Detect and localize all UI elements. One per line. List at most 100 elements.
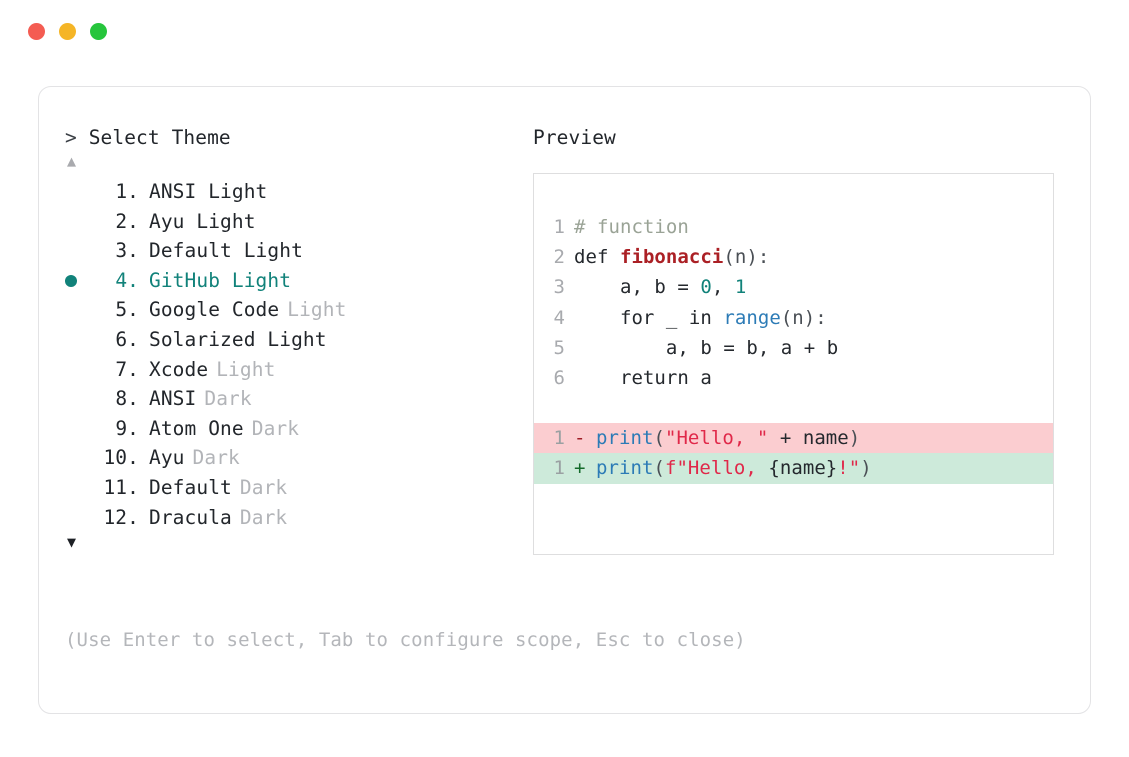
- theme-item-name: Ayu Light: [149, 209, 256, 233]
- theme-item-name: Default Light: [149, 239, 303, 263]
- diff-sign: +: [574, 457, 586, 480]
- code-token: (n):: [723, 246, 770, 269]
- theme-item-index: 6.: [115, 327, 139, 351]
- code-token: for _ in: [574, 306, 724, 329]
- minimize-button[interactable]: [59, 22, 76, 40]
- theme-item-name: ANSI: [149, 387, 197, 411]
- code-line: 4 for _ in range(n):: [534, 303, 1053, 333]
- theme-item-index: 5.: [115, 298, 139, 322]
- preview-title: Preview: [533, 126, 616, 149]
- code-token: print: [596, 457, 654, 480]
- theme-item-index: 12.: [103, 505, 139, 529]
- theme-item-name: ANSI Light: [149, 180, 268, 203]
- diff-sign: -: [574, 427, 586, 450]
- line-number: 6: [553, 367, 565, 390]
- code-line: 2 def fibonacci(n):: [534, 242, 1053, 272]
- line-number: 5: [553, 336, 565, 359]
- theme-item-index: 11.: [103, 475, 139, 499]
- theme-list-item[interactable]: 7. Xcode Light: [65, 355, 533, 385]
- code-token: fibonacci: [619, 246, 724, 269]
- code-token: f"Hello,: [664, 457, 769, 480]
- code-token: ): [848, 427, 861, 450]
- code-line: 5 a, b = b, a + b: [534, 333, 1053, 363]
- code-token: a, b = b, a + b: [574, 336, 839, 359]
- code-token: return a: [574, 367, 712, 390]
- theme-item-name: Default: [149, 475, 232, 499]
- theme-item-name: GitHub Light: [149, 268, 292, 292]
- selected-dot-icon: [65, 274, 77, 287]
- theme-item-index: 9.: [115, 416, 139, 440]
- line-number: 1: [553, 216, 565, 238]
- code-spacer: [534, 393, 1053, 423]
- theme-list-item[interactable]: 11. Default Dark: [65, 473, 533, 503]
- theme-item-variant-tag: Light: [287, 298, 347, 322]
- code-line: 3 a, b = 0, 1: [534, 272, 1053, 302]
- theme-list-item[interactable]: 8. ANSI Dark: [65, 384, 533, 414]
- theme-item-index: 7.: [115, 357, 139, 381]
- theme-list-item[interactable]: 3. Default Light: [65, 236, 533, 266]
- theme-item-name: Atom One: [149, 416, 244, 440]
- code-line-content: def fibonacci(n):: [574, 242, 769, 272]
- theme-item-variant-tag: Dark: [239, 475, 288, 499]
- window-titlebar: [0, 0, 1129, 62]
- diff-line-minus: 1-print("Hello, " + name): [534, 423, 1053, 454]
- close-button[interactable]: [28, 22, 45, 40]
- code-token: print: [596, 427, 654, 450]
- selection-indicator: [65, 274, 95, 287]
- diff-line-number: 1: [553, 457, 565, 480]
- code-line-content: # function: [574, 212, 689, 242]
- theme-list-item[interactable]: 4. GitHub Light: [65, 266, 533, 296]
- code-line-content: for _ in range(n):: [574, 303, 827, 333]
- theme-list-item[interactable]: 6. Solarized Light: [65, 325, 533, 355]
- code-line-content: return a: [574, 363, 712, 393]
- theme-item-variant-tag: Dark: [239, 505, 288, 529]
- theme-item-variant-tag: Dark: [251, 416, 300, 440]
- maximize-button[interactable]: [90, 22, 107, 40]
- code-token: range: [723, 306, 781, 329]
- theme-item-index: 4.: [115, 268, 139, 292]
- line-number: 2: [553, 246, 565, 269]
- scroll-up-icon[interactable]: ▲: [67, 152, 77, 170]
- page-title-text: [77, 126, 89, 149]
- page-title: > Select Theme: [65, 125, 533, 151]
- code-token: def: [574, 246, 620, 269]
- theme-list-item[interactable]: 2.Ayu Light: [65, 207, 533, 237]
- theme-item-index: 8.: [115, 387, 139, 411]
- theme-item-index: 3.: [115, 239, 139, 263]
- scroll-down-icon[interactable]: ▼: [67, 533, 77, 552]
- theme-item-variant-tag: Light: [216, 357, 276, 381]
- code-token: 0: [700, 276, 712, 299]
- theme-item-variant-tag: Dark: [204, 387, 252, 411]
- code-token: + name: [768, 427, 849, 450]
- theme-item-name: Solarized Light: [149, 327, 327, 351]
- code-token: {name}: [768, 457, 838, 480]
- code-token: ,: [711, 276, 735, 299]
- theme-item-name: Ayu: [149, 446, 185, 470]
- diff-preview: 1-print("Hello, " + name)1+print(f"Hello…: [534, 423, 1053, 484]
- prompt-caret-icon: >: [65, 126, 77, 149]
- theme-list-item[interactable]: 1.ANSI Light: [65, 177, 533, 207]
- page-title-label: Select Theme: [88, 126, 231, 149]
- code-token: "Hello, ": [664, 427, 769, 450]
- theme-item-name: Xcode: [149, 357, 209, 381]
- code-token: # function: [574, 216, 689, 238]
- diff-line-content: print(f"Hello, {name}!"): [596, 453, 878, 483]
- theme-list-item[interactable]: 10. Ayu Dark: [65, 443, 533, 473]
- code-token: (: [653, 457, 665, 480]
- code-token: a, b =: [574, 276, 701, 299]
- code-token: ): [860, 457, 872, 480]
- keyboard-hint: (Use Enter to select, Tab to configure s…: [65, 629, 746, 651]
- diff-line-number: 1: [553, 427, 565, 450]
- theme-item-index: 10.: [103, 446, 139, 470]
- theme-item-variant-tag: Dark: [192, 446, 240, 470]
- theme-list-item[interactable]: 9. Atom One Dark: [65, 414, 533, 444]
- code-line: 1 # function: [534, 212, 1053, 242]
